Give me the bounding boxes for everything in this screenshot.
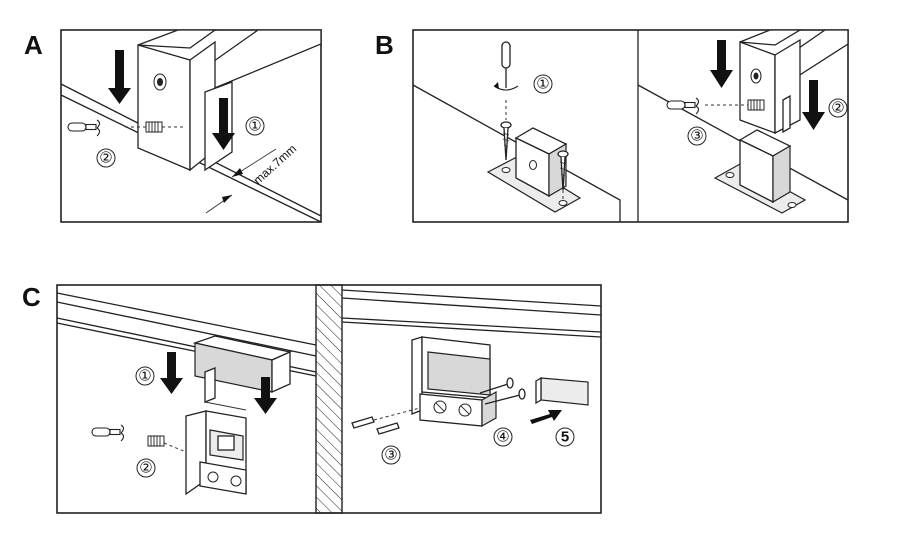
clamp-block-c2: [419, 393, 483, 427]
grub-screw-icon: [747, 99, 765, 111]
screw-icon: [500, 121, 512, 161]
guide-top-b2: [739, 29, 803, 46]
screwdriver-icon: [493, 41, 519, 91]
screw-icon: [479, 377, 526, 405]
floor-edge-b1: [412, 84, 621, 222]
step-a-1: ①: [248, 118, 261, 135]
section-label-b: B: [375, 30, 394, 60]
step-b-1: ①: [536, 76, 549, 93]
guide-top-a: [137, 29, 218, 49]
down-arrow-icon: [108, 50, 131, 104]
step-b-3: ③: [690, 128, 703, 145]
section-a: A ① ② max.7mm: [24, 29, 322, 223]
section-b: B: [375, 29, 849, 223]
step-c-2: ②: [139, 460, 152, 477]
block-side-b2: [772, 144, 791, 204]
cover-plate-c2: [540, 377, 589, 406]
down-arrow-icon: [802, 80, 825, 130]
wall-plug-icon: [351, 407, 421, 435]
step-b-2: ②: [831, 100, 844, 117]
down-arrow-icon: [254, 377, 277, 414]
section-label-c: C: [22, 282, 41, 312]
step-c-5: 5: [561, 429, 569, 446]
guide-front-b2: [739, 41, 776, 134]
screw-icon: [666, 97, 700, 115]
glass-slot-b2: [782, 94, 791, 134]
step-c-3: ③: [384, 447, 397, 464]
left-arrow-icon: [530, 410, 562, 424]
down-arrow-icon: [160, 352, 183, 394]
panel-b-frame: [412, 29, 849, 223]
screw-icon: [67, 119, 101, 137]
screw-icon: [91, 424, 125, 442]
grub-screw-icon: [147, 435, 165, 447]
section-c: C ① ②: [22, 282, 602, 514]
section-label-a: A: [24, 30, 43, 60]
grub-screw-icon: [145, 121, 163, 133]
guide-side-b2: [774, 38, 801, 135]
guide-front-a: [137, 44, 191, 171]
step-c-1: ①: [138, 368, 151, 385]
guide-side-c1: [271, 350, 291, 394]
step-a-2: ②: [99, 150, 112, 167]
dimension-label: max.7mm: [251, 142, 300, 188]
down-arrow-icon: [710, 40, 733, 88]
down-arrow-icon: [212, 98, 235, 150]
wall-section: [315, 284, 343, 514]
step-c-4: ④: [496, 429, 509, 446]
